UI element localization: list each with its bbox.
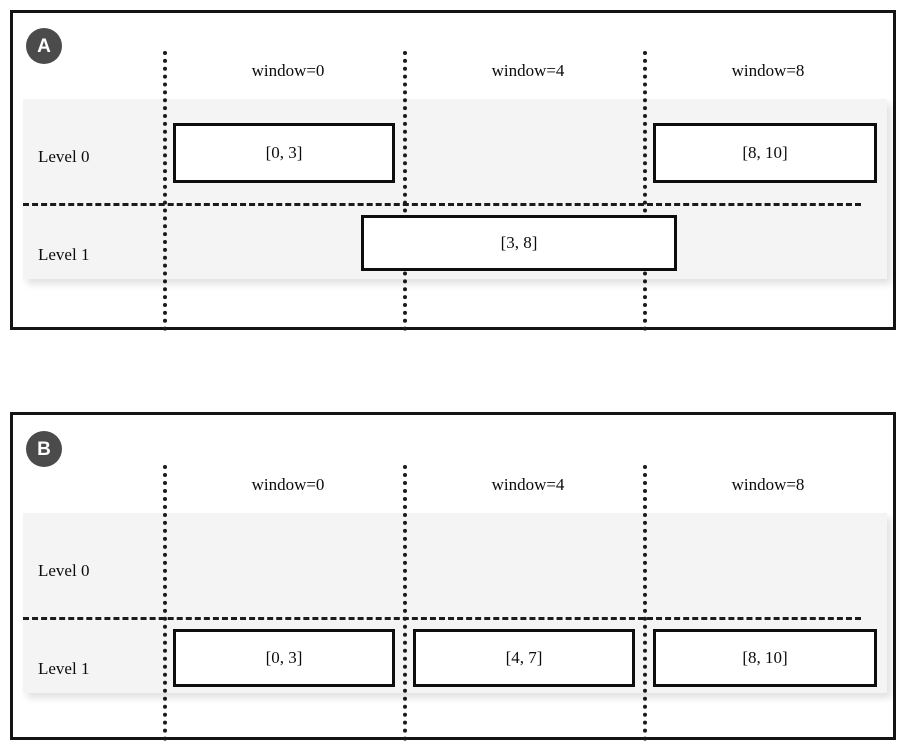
panel-a-window-label-2: window=8 bbox=[731, 61, 805, 80]
panel-a-interval-box-level0-window8[interactable]: [8, 10] bbox=[653, 123, 877, 183]
panel-b-window-label-0: window=0 bbox=[251, 475, 325, 494]
panel-b-interval-box-level1-window0[interactable]: [0, 3] bbox=[173, 629, 395, 687]
panel-a-window-divider-1 bbox=[403, 51, 407, 331]
panel-b: B window=0 window=4 window=8 Level 0 Lev… bbox=[10, 412, 896, 741]
panel-b-badge: B bbox=[26, 431, 62, 467]
panel-b-window-divider-1 bbox=[403, 465, 407, 741]
panel-b-level-label-0: Level 0 bbox=[38, 561, 90, 580]
panel-b-interval-box-level1-window4[interactable]: [4, 7] bbox=[413, 629, 635, 687]
panel-b-level-separator bbox=[23, 617, 861, 620]
panel-a-level-separator bbox=[23, 203, 861, 206]
panel-b-window-label-2: window=8 bbox=[731, 475, 805, 494]
panel-a-window-label-0: window=0 bbox=[251, 61, 325, 80]
panel-b-interval-box-level1-window8[interactable]: [8, 10] bbox=[653, 629, 877, 687]
panel-a-interval-box-level1-spanning[interactable]: [3, 8] bbox=[361, 215, 677, 271]
panel-a-badge: A bbox=[26, 28, 62, 64]
panel-a: A window=0 window=4 window=8 Level 0 Lev… bbox=[10, 10, 896, 331]
panel-b-level-label-1: Level 1 bbox=[38, 659, 90, 678]
panel-b-window-label-1: window=4 bbox=[491, 475, 565, 494]
panel-a-level-label-1: Level 1 bbox=[38, 245, 90, 264]
panel-a-window-divider-0 bbox=[163, 51, 167, 331]
panel-a-level-label-0: Level 0 bbox=[38, 147, 90, 166]
transition-row: Strict window compaction, window = 4 bbox=[0, 334, 906, 736]
panel-a-window-label-1: window=4 bbox=[491, 61, 565, 80]
panel-a-window-divider-2 bbox=[643, 51, 647, 331]
panel-a-interval-box-level0-window0[interactable]: [0, 3] bbox=[173, 123, 395, 183]
panel-b-window-divider-0 bbox=[163, 465, 167, 741]
panel-b-window-divider-2 bbox=[643, 465, 647, 741]
